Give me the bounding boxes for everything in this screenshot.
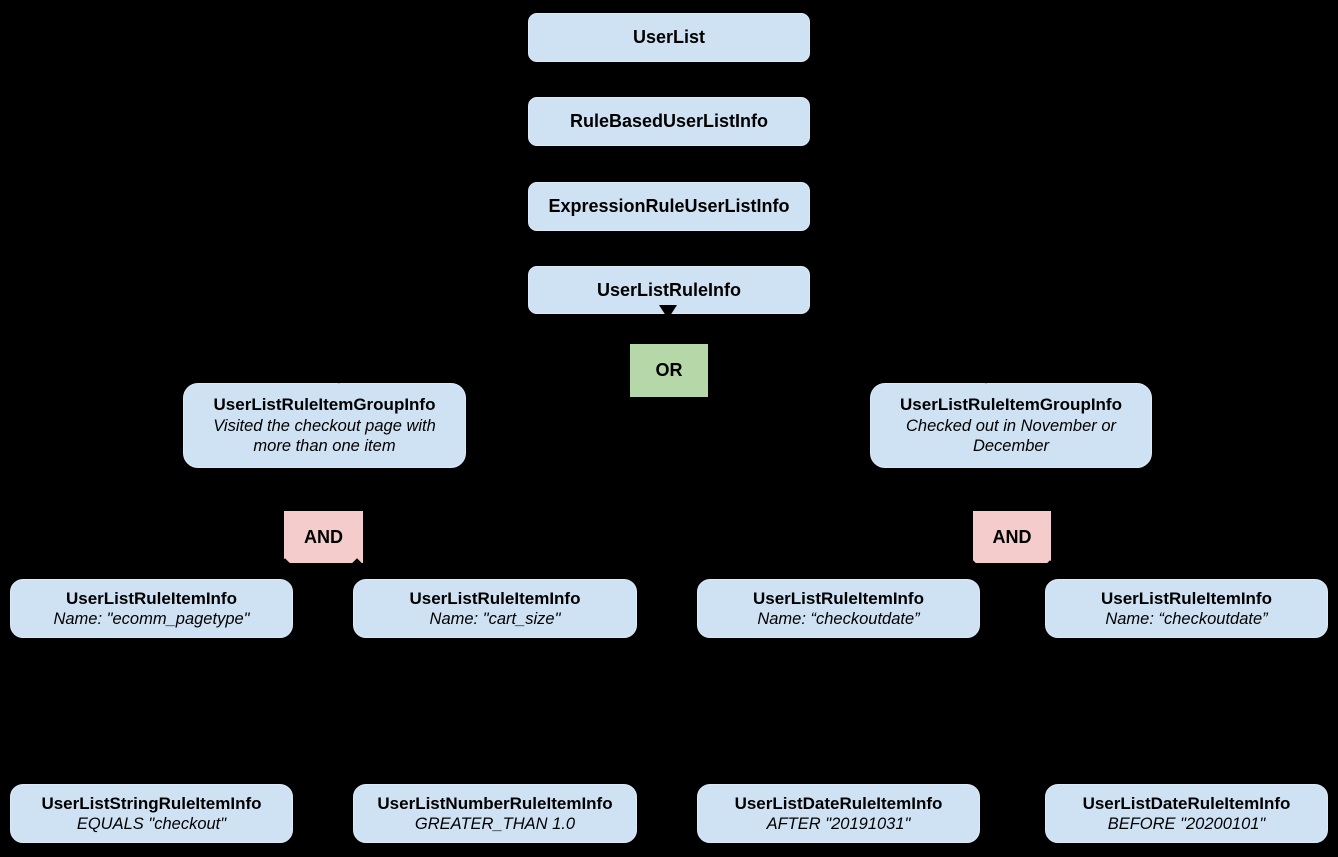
node-title: UserListRuleItemGroupInfo xyxy=(213,395,436,415)
group-checkout-page: UserListRuleItemGroupInfo Visited the ch… xyxy=(183,383,466,468)
leaf-number-rule-item: UserListNumberRuleItemInfo GREATER_THAN … xyxy=(353,784,637,843)
rule-item-checkoutdate-2: UserListRuleItemInfo Name: “checkoutdate… xyxy=(1045,579,1328,638)
and-label: AND xyxy=(304,526,343,547)
or-operator: OR xyxy=(630,344,708,397)
node-title: UserList xyxy=(632,27,706,48)
node-subtitle: Name: “checkoutdate” xyxy=(1105,609,1268,628)
leaf-date-rule-item-after: UserListDateRuleItemInfo AFTER "20191031… xyxy=(697,784,980,843)
node-title: UserListRuleItemInfo xyxy=(66,588,237,608)
leaf-date-rule-item-before: UserListDateRuleItemInfo BEFORE "2020010… xyxy=(1045,784,1328,843)
node-title: UserListRuleItemInfo xyxy=(753,588,924,608)
node-subtitle: Name: “checkoutdate” xyxy=(757,609,920,628)
node-title: RuleBasedUserListInfo xyxy=(569,111,769,132)
rule-item-cart-size: UserListRuleItemInfo Name: "cart_size" xyxy=(353,579,637,638)
node-subtitle: Name: "cart_size" xyxy=(429,609,561,628)
node-subtitle: GREATER_THAN 1.0 xyxy=(414,814,576,833)
node-title: UserListStringRuleItemInfo xyxy=(41,793,262,813)
node-subtitle: Checked out in November or December xyxy=(905,416,1117,456)
node-title: UserListDateRuleItemInfo xyxy=(734,793,943,813)
node-expressionruleuserlistinfo: ExpressionRuleUserListInfo xyxy=(528,182,810,231)
node-subtitle: Visited the checkout page with more than… xyxy=(213,416,436,456)
node-title: UserListRuleInfo xyxy=(596,279,742,300)
node-userlist: UserList xyxy=(528,13,810,62)
node-rulebaseduserlistinfo: RuleBasedUserListInfo xyxy=(528,97,810,146)
and-operator-right: AND xyxy=(973,511,1051,563)
node-subtitle: BEFORE "20200101" xyxy=(1107,814,1266,833)
and-operator-left: AND xyxy=(284,511,363,563)
group-checked-out-nov-dec: UserListRuleItemGroupInfo Checked out in… xyxy=(870,383,1152,468)
leaf-string-rule-item: UserListStringRuleItemInfo EQUALS "check… xyxy=(10,784,293,843)
node-title: UserListRuleItemInfo xyxy=(1101,588,1272,608)
node-title: UserListRuleItemInfo xyxy=(409,588,581,608)
node-title: ExpressionRuleUserListInfo xyxy=(548,196,790,217)
connector-arrowhead-icon xyxy=(659,305,677,319)
node-title: UserListNumberRuleItemInfo xyxy=(377,793,613,813)
node-subtitle: Name: "ecomm_pagetype" xyxy=(53,609,250,628)
rule-item-checkoutdate-1: UserListRuleItemInfo Name: “checkoutdate… xyxy=(697,579,980,638)
or-label: OR xyxy=(655,360,683,380)
node-subtitle: AFTER "20191031" xyxy=(766,814,911,833)
node-title: UserListRuleItemGroupInfo xyxy=(900,395,1122,415)
rule-item-ecomm-pagetype: UserListRuleItemInfo Name: "ecomm_pagety… xyxy=(10,579,293,638)
node-title: UserListDateRuleItemInfo xyxy=(1082,793,1291,813)
and-label: AND xyxy=(992,526,1032,547)
node-subtitle: EQUALS "checkout" xyxy=(76,814,227,833)
